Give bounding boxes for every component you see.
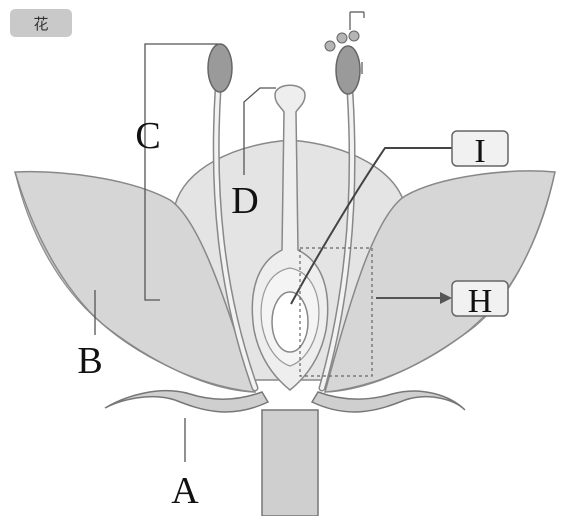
label-h: H bbox=[468, 283, 493, 320]
label-d: D bbox=[231, 180, 258, 222]
sepal-left bbox=[105, 391, 268, 412]
anther-right bbox=[336, 46, 360, 94]
pollen-grain bbox=[349, 31, 359, 41]
pollen-grain bbox=[337, 33, 347, 43]
label-i: I bbox=[474, 133, 485, 170]
label-a: A bbox=[171, 470, 199, 512]
ovule bbox=[272, 292, 308, 352]
label-b: B bbox=[77, 340, 102, 382]
pollen-grain bbox=[325, 41, 335, 51]
label-c: C bbox=[135, 115, 160, 157]
sepal-right bbox=[312, 391, 465, 412]
stem bbox=[262, 410, 318, 516]
anther-left bbox=[208, 44, 232, 92]
